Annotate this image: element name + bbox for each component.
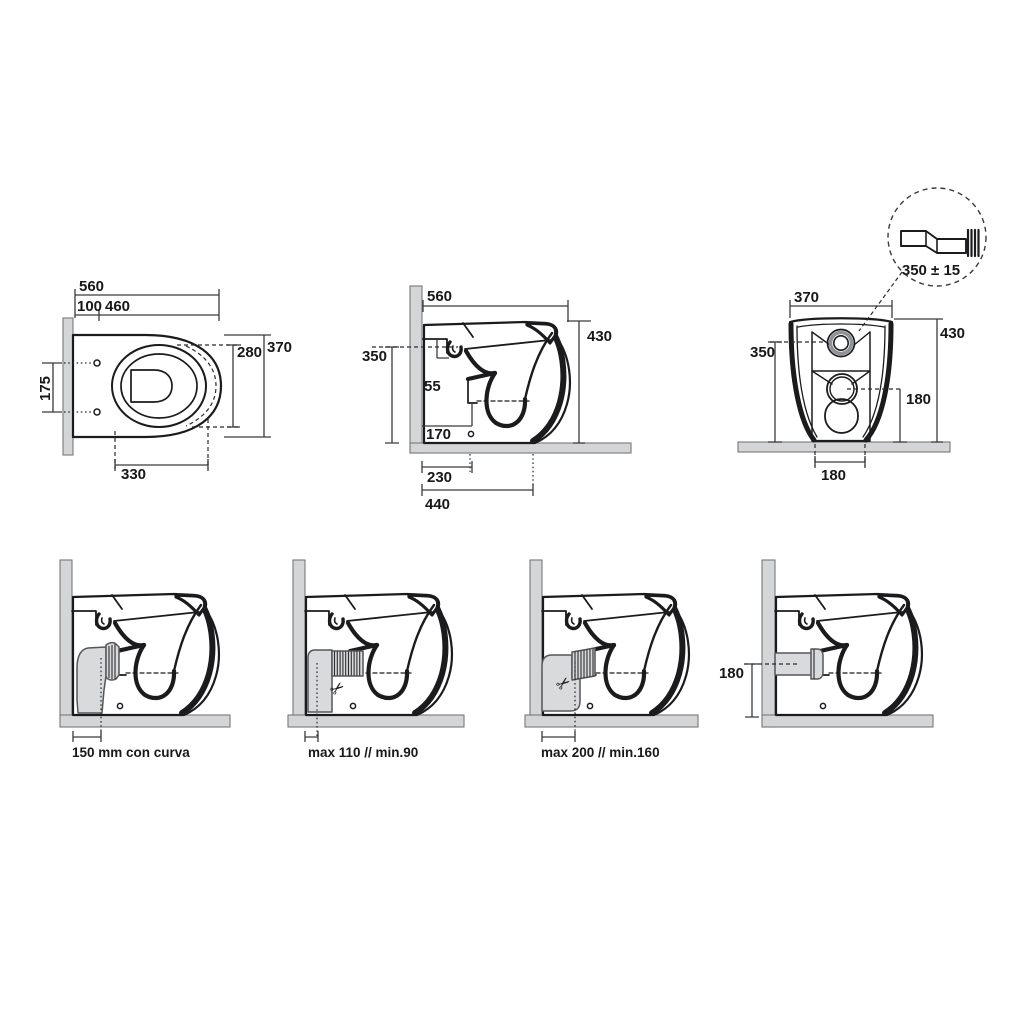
- rear-dimensions: 370 430 350 180 180: [750, 289, 965, 484]
- wall: [409, 285, 423, 454]
- wall-hatch: [966, 228, 980, 258]
- flush-outlet: [130, 369, 173, 403]
- dim-overall-depth: 560: [427, 288, 452, 305]
- wall: [529, 559, 543, 718]
- corrugation-ribs: [333, 651, 361, 676]
- curved-outlet-pipe: [76, 646, 107, 714]
- wall: [761, 559, 776, 728]
- wall: [62, 317, 74, 456]
- inner-top: [797, 323, 885, 328]
- wall: [292, 559, 306, 718]
- toilet-side-silhouette: [423, 322, 570, 443]
- caption-horizontal-long: max 200 // min.160: [541, 745, 660, 760]
- dim-overall-height: 430: [587, 328, 612, 345]
- dim-rear-gap: 100: [77, 298, 102, 315]
- outlet-bell: [810, 648, 824, 680]
- floor: [59, 714, 231, 728]
- fixing-hole: [93, 359, 101, 367]
- column: [811, 331, 871, 442]
- plan-dimensions: 560 100 460 370 280 175 330: [37, 278, 292, 483]
- corrugated-pipe: [331, 650, 364, 677]
- pedestal-recess: [824, 398, 859, 434]
- floor: [524, 714, 699, 728]
- dim-rim-height: 350: [750, 344, 775, 361]
- inlet-spigot-inner: [832, 334, 849, 351]
- leader-line: [858, 271, 903, 332]
- wall: [59, 559, 73, 718]
- dim-inner-depth: 460: [105, 298, 130, 315]
- rear-view: 370 430 350 180 180: [737, 289, 965, 484]
- seat-inner: [120, 353, 198, 419]
- side-section-view: 560 430 350 55 170 230 440: [362, 285, 632, 513]
- side-dimensions: 560 430 350 55 170 230 440: [362, 288, 612, 513]
- wall-duct-block: [307, 649, 333, 713]
- dim-base-depth: 440: [425, 496, 450, 513]
- install-view-horizontal-short: ✂ max 110 // min.90: [287, 559, 465, 760]
- fixing-centrelines: [64, 362, 92, 413]
- dim-fixing-centres: 175: [37, 376, 54, 401]
- floor: [409, 442, 632, 454]
- caption-curved-outlet: 150 mm con curva: [72, 745, 190, 760]
- dim-seat-length: 330: [121, 466, 146, 483]
- caption-horizontal-short: max 110 // min.90: [308, 745, 418, 760]
- floor: [761, 714, 934, 728]
- outlet-detail-bubble: 350 ± 15: [858, 187, 987, 332]
- dim-trap-height: 170: [426, 426, 451, 443]
- dim-outlet-setback: 230: [427, 469, 452, 486]
- dim-overall-depth: 560: [79, 278, 104, 295]
- plan-view: 560 100 460 370 280 175 330: [37, 278, 292, 483]
- connector-joint: [925, 230, 938, 254]
- hub-ribs: [108, 644, 116, 679]
- floor: [737, 441, 951, 453]
- corrugation-ribs: [574, 648, 594, 680]
- floor-duct-block: [541, 654, 581, 712]
- hidden-rim-edge: [185, 345, 217, 427]
- inlet-spigot-outer: [826, 328, 856, 358]
- dim-seat-width: 280: [237, 344, 262, 361]
- floor: [287, 714, 465, 728]
- dim-overall-width: 370: [267, 339, 292, 356]
- dim-outlet-height: 180: [906, 391, 931, 408]
- inlet-gasket-ring: [828, 330, 854, 356]
- fixing-hole: [93, 408, 101, 416]
- right-shell: [863, 321, 894, 443]
- seat-outer: [111, 344, 207, 428]
- dim-overall-height: 430: [940, 325, 965, 342]
- inner-shell: [796, 325, 886, 438]
- install-view-horizontal-long: ✂ max 200 // min.160: [524, 559, 699, 760]
- dim-overall-width: 370: [794, 289, 819, 306]
- pan-outline: [71, 333, 223, 439]
- dim-rim-height: 350: [362, 348, 387, 365]
- offset-connector-pipe: [900, 230, 967, 254]
- dim-pipe-height: 180: [719, 665, 744, 682]
- dim-inlet-drop: 55: [424, 378, 441, 395]
- install-view-curved-outlet: 150 mm con curva: [59, 559, 231, 760]
- detail-circle: [887, 187, 987, 287]
- dim-connector-length: 350 ± 15: [902, 262, 960, 279]
- dim-base-width: 180: [821, 467, 846, 484]
- install-view-straight-pipe: 180: [719, 559, 934, 728]
